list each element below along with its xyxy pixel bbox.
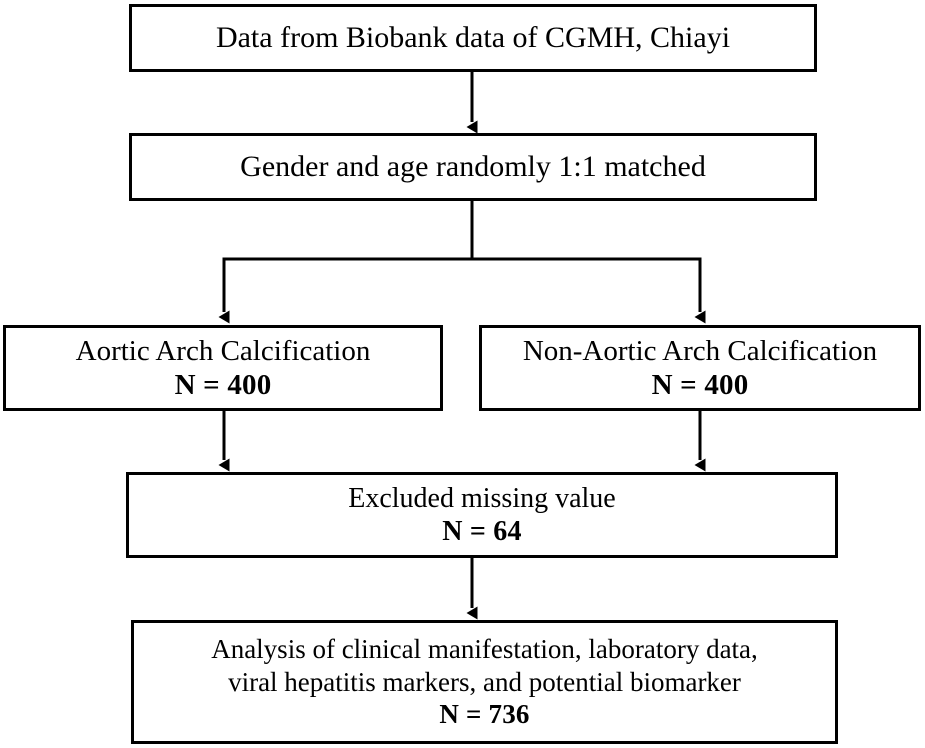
node-data-source-line-1: Data from Biobank data of CGMH, Chiayi — [215, 21, 731, 55]
node-excluded-missing-value: Excluded missing value N = 64 — [126, 472, 838, 558]
node-data-source: Data from Biobank data of CGMH, Chiayi — [129, 4, 817, 72]
node-analysis-count: N = 736 — [439, 699, 530, 730]
node-aortic-arch-calcification: Aortic Arch Calcification N = 400 — [3, 325, 443, 411]
node-non-aortic-arch-calcification: Non-Aortic Arch Calcification N = 400 — [479, 325, 921, 411]
node-aortic-arch-calcification-count: N = 400 — [174, 369, 272, 401]
node-matching: Gender and age randomly 1:1 matched — [129, 133, 817, 201]
node-analysis-line-1: Analysis of clinical manifestation, labo… — [211, 633, 758, 664]
node-aortic-arch-calcification-label: Aortic Arch Calcification — [75, 334, 371, 367]
node-non-aortic-arch-calcification-label: Non-Aortic Arch Calcification — [522, 334, 878, 367]
node-analysis-line-2: viral hepatitis markers, and potential b… — [228, 666, 741, 697]
node-matching-line-1: Gender and age randomly 1:1 matched — [240, 150, 706, 184]
node-non-aortic-arch-calcification-count: N = 400 — [651, 369, 749, 401]
node-analysis: Analysis of clinical manifestation, labo… — [131, 620, 838, 744]
node-excluded-missing-value-label: Excluded missing value — [348, 482, 616, 514]
node-excluded-missing-value-count: N = 64 — [442, 516, 522, 547]
